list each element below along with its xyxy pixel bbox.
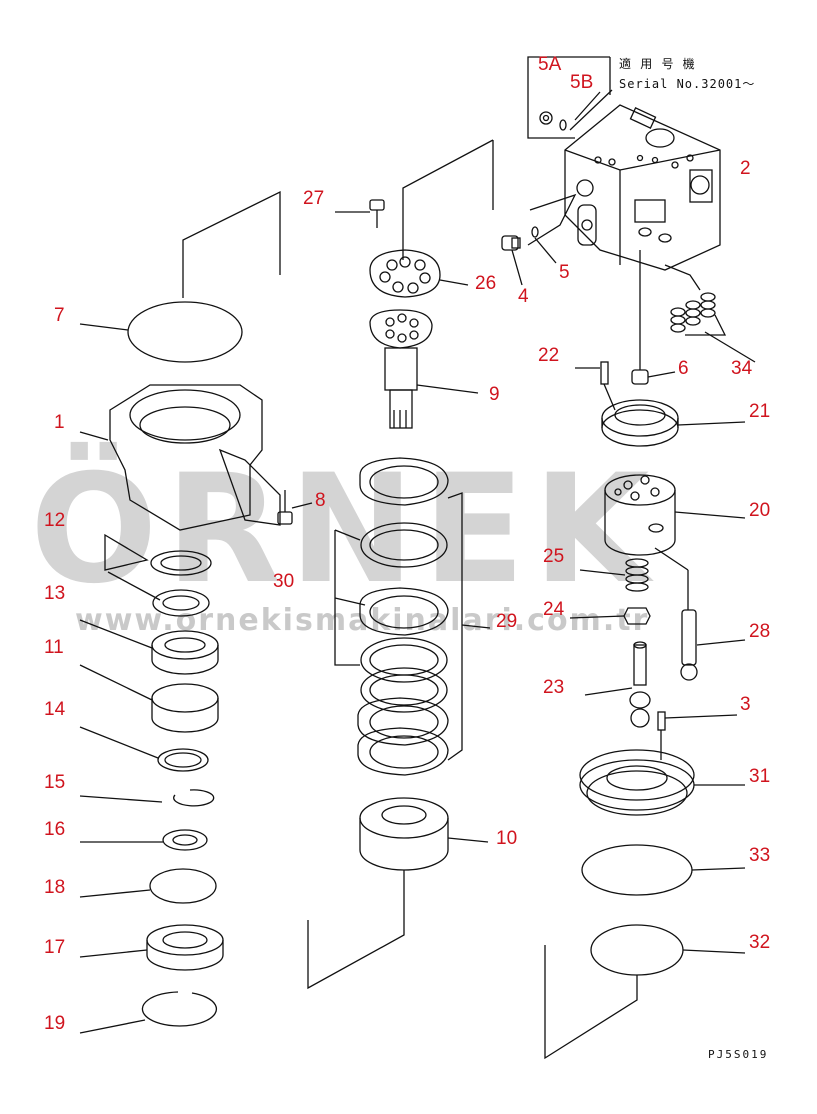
callout-label: 5A [538,54,562,75]
callout-label: 10 [496,828,518,849]
callout-label: 1 [54,412,65,433]
callout-label: 25 [543,546,565,567]
callout-label: 2 [740,158,751,179]
callout-label: 24 [543,599,565,620]
callout-label: 18 [44,877,66,898]
watermark-brand: ÖRNEK [30,443,658,617]
callout-label: 4 [518,286,529,307]
callout-label: 23 [543,677,565,698]
callout-label: 27 [303,188,325,209]
callout-label: 19 [44,1013,66,1034]
callout-label: 5B [570,72,594,93]
callout-label: 3 [740,694,751,715]
callout-label: 6 [678,358,689,379]
serial-number: Serial No.32001～ [619,77,756,91]
callout-label: 11 [44,637,64,658]
drawing-code: PJ5S019 [708,1048,769,1061]
callout-label: 31 [749,766,771,787]
callout-label: 33 [749,845,771,866]
callout-label: 29 [496,611,518,632]
callout-label: 13 [44,583,66,604]
callout-label: 26 [475,273,497,294]
callout-label: 7 [54,305,65,326]
callout-label: 21 [749,401,771,422]
applicable-model-label: 適 用 号 機 [619,57,696,71]
callout-label: 32 [749,932,771,953]
callout-label: 28 [749,621,771,642]
callout-label: 15 [44,772,66,793]
callout-label: 16 [44,819,66,840]
callout-label: 8 [315,490,326,511]
callout-label: 14 [44,699,66,720]
callout-label: 34 [731,358,753,379]
callout-label: 12 [44,510,66,531]
callout-label: 9 [489,384,500,405]
callout-label: 20 [749,500,771,521]
callout-label: 5 [559,262,570,283]
callout-label: 22 [538,345,560,366]
callout-label: 17 [44,937,66,958]
callout-label: 30 [273,571,295,592]
